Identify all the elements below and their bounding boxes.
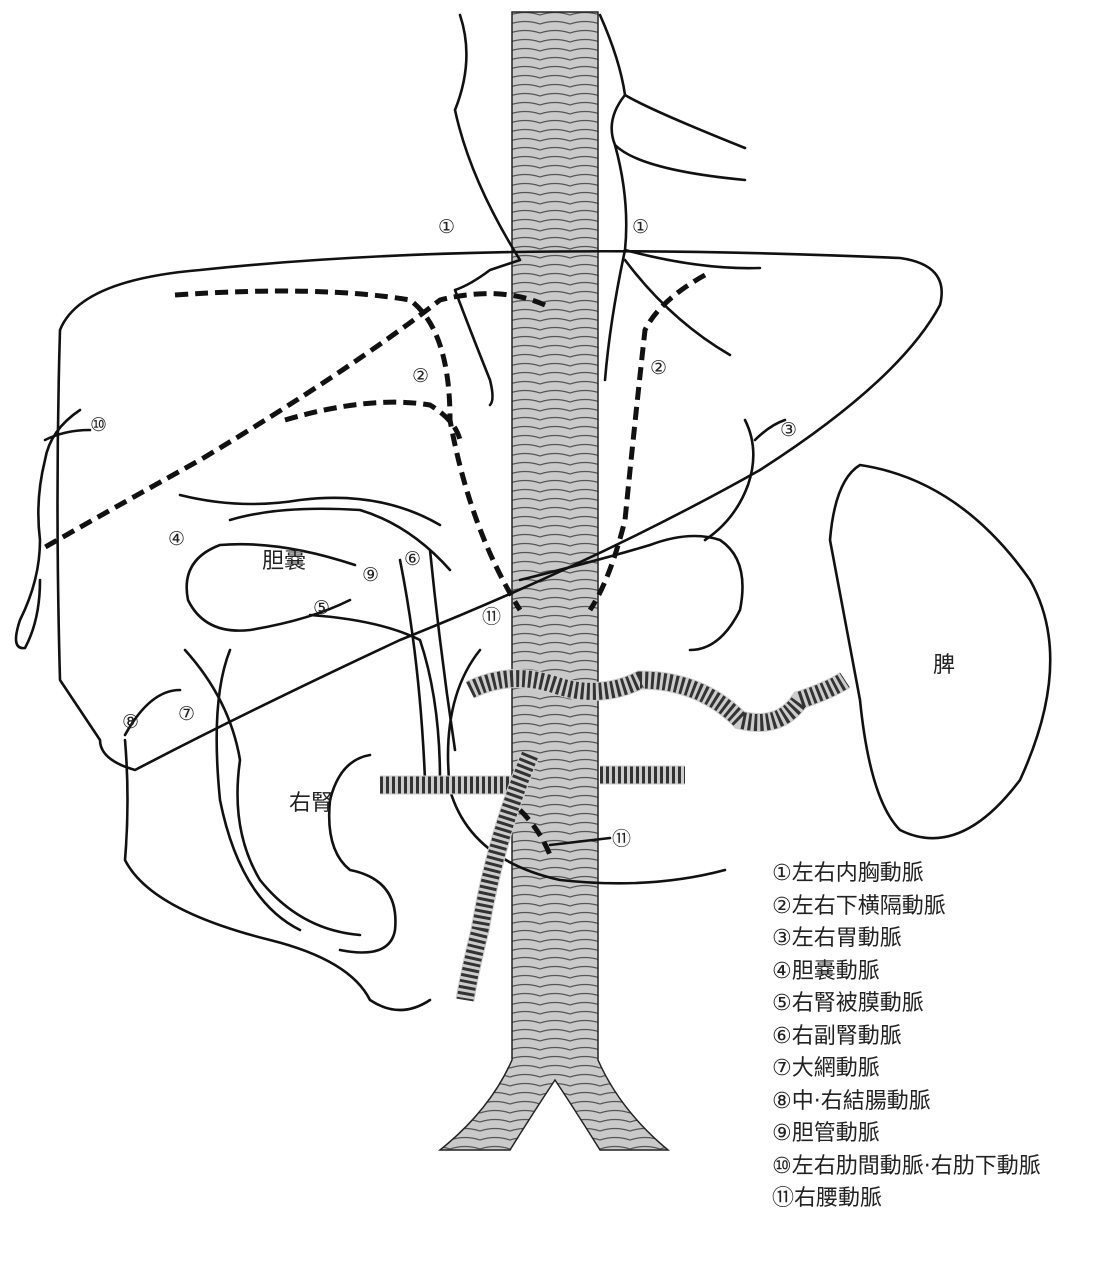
label-gallbladder: 胆嚢 (262, 549, 306, 574)
legend-item: ⑦大網動脈 (772, 1053, 1102, 1086)
diaphragm-line (285, 402, 460, 440)
marker-4: ④ (168, 528, 185, 550)
marker-5: ⑤ (313, 597, 330, 619)
marker-8: ⑧ (122, 711, 139, 733)
intercostal-artery (16, 410, 80, 648)
internal-thoracic-artery-left-down (605, 145, 626, 380)
marker-1-left: ① (632, 216, 649, 238)
internal-thoracic-artery-left-branch (625, 95, 745, 148)
legend: ①左右内胸動脈 ②左右下横隔動脈 ③左右胃動脈 ④胆嚢動脈 ⑤右腎被膜動脈 ⑥右… (772, 858, 1102, 1216)
omental-artery (185, 650, 360, 935)
marker-6: ⑥ (404, 548, 421, 570)
internal-thoracic-artery-left (600, 15, 745, 180)
marker-2-right: ② (412, 365, 429, 387)
marker-2-left: ② (650, 357, 667, 379)
legend-item: ⑪右腰動脈 (772, 1183, 1102, 1216)
adrenal-artery (400, 560, 425, 780)
marker-10: ⑩ (90, 414, 107, 436)
pancreas-contour (217, 650, 300, 930)
diaphragm-line (40, 294, 545, 550)
marker-9: ⑨ (362, 564, 379, 586)
marker-11-lower: ⑪ (612, 828, 631, 850)
legend-item: ⑥右副腎動脈 (772, 1021, 1102, 1054)
inferior-phrenic-branch (625, 260, 730, 355)
legend-item: ⑩左右肋間動脈·右肋下動脈 (772, 1151, 1102, 1184)
spleen-outline (830, 465, 1050, 838)
legend-item: ⑤右腎被膜動脈 (772, 988, 1102, 1021)
legend-item: ④胆嚢動脈 (772, 956, 1102, 989)
marker-3: ③ (780, 419, 797, 441)
legend-item: ①左右内胸動脈 (772, 858, 1102, 891)
marker-1-right: ① (438, 216, 455, 238)
legend-item: ⑨胆管動脈 (772, 1118, 1102, 1151)
legend-item: ③左右胃動脈 (772, 923, 1102, 956)
legend-item: ②左右下横隔動脈 (772, 891, 1102, 924)
marker-7: ⑦ (178, 703, 195, 725)
marker-11-upper: ⑪ (482, 606, 501, 628)
label-right-kidney: 右腎 (289, 791, 333, 816)
internal-thoracic-artery-right (455, 15, 520, 405)
legend-item: ⑧中·右結腸動脈 (772, 1086, 1102, 1119)
label-spleen: 脾 (933, 653, 955, 678)
gastric-artery (705, 420, 753, 540)
